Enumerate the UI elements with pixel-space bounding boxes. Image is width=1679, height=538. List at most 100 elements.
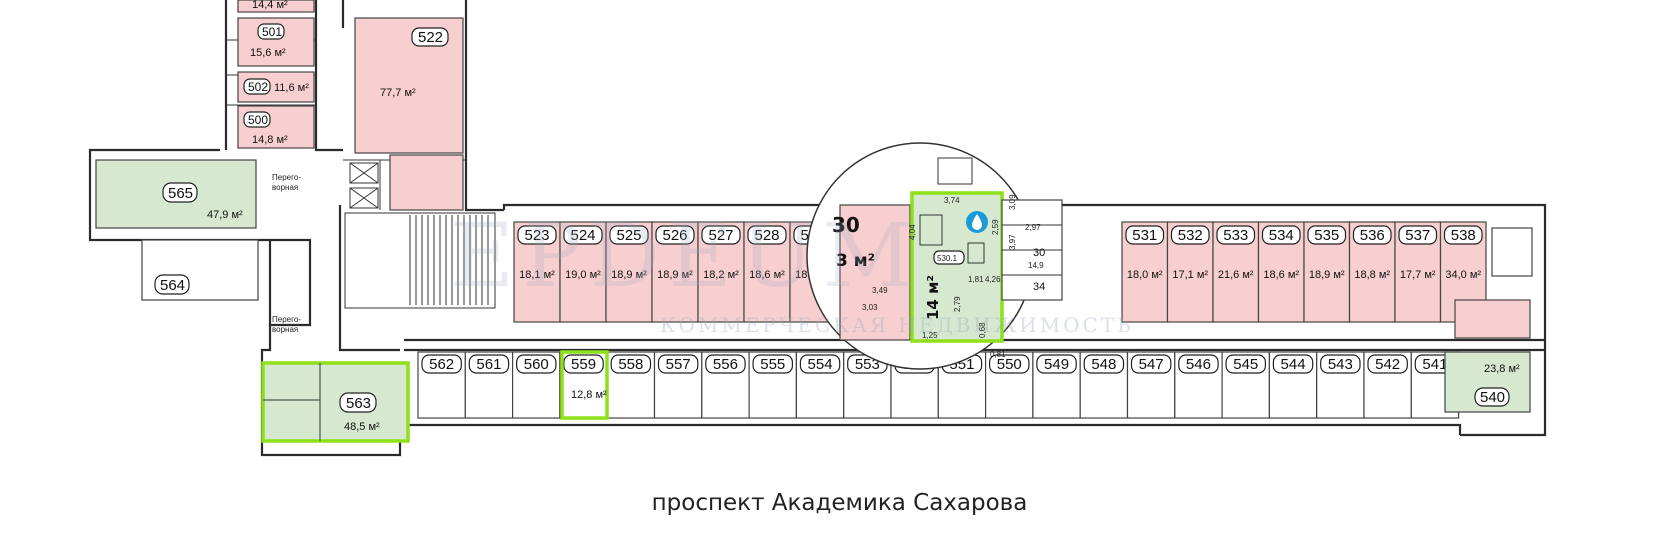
room-501[interactable]: 501 15,6 м² [237,17,315,67]
room-548[interactable]: 548 [1079,351,1129,419]
room-545[interactable]: 545 [1221,351,1270,419]
room-502-area: 11,6 м² [274,82,309,94]
dim-10: 1,81 [968,275,984,284]
room-546[interactable]: 546 [1174,351,1223,419]
magnifier-circle: 30 3 м² 530.1 14 м² 3,74 4,04 2,59 3,49 … [806,142,1063,370]
dim-7: 2,79 [953,296,962,312]
room-522[interactable]: 522 77,7 м² [354,17,464,211]
meeting-room-bottom-label-2: ворная [272,325,298,334]
room-542-number: 542 [1375,356,1400,373]
room-558-number: 558 [618,356,643,373]
room-547-number: 547 [1139,356,1164,373]
dim-17: 34 [1033,281,1045,293]
room-538-window [1491,227,1533,277]
room-547[interactable]: 547 [1126,351,1176,419]
room-530[interactable] [839,204,911,341]
room-560[interactable]: 560 [511,351,561,419]
room-530-area: 3 м² [836,251,875,271]
watermark-tagline: КОММЕРЧЕСКАЯ НЕДВИЖИМОСТЬ [660,313,1134,337]
dim-12: 0,68 [978,322,987,338]
room-538-number: 538 [1451,227,1476,244]
room-524-number: 524 [570,227,595,244]
dim-16: 14,9 [1028,261,1044,270]
room-549-number: 549 [1044,356,1069,373]
room-565[interactable]: 565 47,9 м² [95,159,257,229]
room-554-number: 554 [808,356,833,373]
room-563-number: 563 [346,395,371,412]
room-541-number: 541 [1422,356,1447,373]
room-500[interactable]: 500 14,8 м² [237,105,315,149]
room-562[interactable]: 562 [417,351,466,419]
room-550[interactable]: 550 [984,351,1034,419]
room-563-area: 48,5 м² [344,421,380,433]
room-542[interactable]: 542 [1363,351,1412,419]
room-558[interactable]: 558 [606,351,656,419]
room-535-area: 18,9 м² [1309,269,1345,281]
dim-15: 30 [1033,247,1045,259]
room-543[interactable]: 543 [1316,351,1365,419]
room-550-number: 550 [997,356,1022,373]
room-534-number: 534 [1269,227,1294,244]
building-walls [88,0,1547,457]
room-545-number: 545 [1233,356,1258,373]
room-524-area: 19,0 м² [565,269,601,281]
room-524[interactable]: 524 19,0 м² [559,221,607,323]
room-559[interactable]: 559 [559,351,608,419]
room-544[interactable]: 544 [1268,351,1318,419]
room-557[interactable]: 557 [653,351,703,419]
room-top[interactable] [237,0,315,13]
dim-1: 3,74 [944,196,960,205]
room-533-area: 21,6 м² [1218,269,1254,281]
room-553-number: 553 [855,356,880,373]
room-555-number: 555 [760,356,785,373]
room-top-area: 14,4 м² [252,0,288,11]
room-523-area: 18,1 м² [519,269,555,281]
room-527-area: 18,2 м² [703,269,739,281]
room-556-number: 556 [713,356,738,373]
room-530-1-area: 14 м² [924,275,942,320]
room-562-number: 562 [429,356,454,373]
room-563[interactable]: 563 48,5 м² [261,361,410,443]
room-555[interactable]: 555 [748,351,797,419]
room-564[interactable]: 564 [141,239,259,301]
room-534-area: 18,6 м² [1263,269,1299,281]
room-544-number: 544 [1281,356,1306,373]
room-526-number: 526 [662,227,687,244]
dim-6: 1,25 [922,331,938,340]
room-527-number: 527 [708,227,733,244]
room-556[interactable]: 556 [701,351,750,419]
room-500-area: 14,8 м² [252,134,288,146]
room-501-number: 501 [262,25,282,39]
dim-11: 4,26 [985,275,1001,284]
room-531-area: 18,0 м² [1127,269,1163,281]
room-534[interactable]: 534 18,6 м² [1257,221,1305,323]
room-537-area: 17,7 м² [1400,269,1436,281]
room-530-number: 30 [832,213,860,237]
room-540[interactable]: 540 23,8 м² [1444,351,1531,413]
room-522-area: 77,7 м² [380,87,416,99]
room-564-number: 564 [160,277,185,294]
dim-5: 3,03 [862,303,878,312]
room-530-1-number: 530.1 [937,254,958,263]
room-554[interactable]: 554 [795,351,845,419]
room-502[interactable]: 502 11,6 м² [237,71,315,103]
room-549[interactable]: 549 [1032,351,1081,419]
dim-14: 2,97 [1025,223,1041,232]
room-526[interactable]: 526 18,9 м² [651,221,699,323]
room-502-number: 502 [248,80,268,94]
room-561[interactable]: 561 [464,351,514,419]
room-557-number: 557 [666,356,691,373]
room-537-number: 537 [1405,227,1430,244]
room-526-area: 18,9 м² [657,269,693,281]
room-536-number: 536 [1360,227,1385,244]
room-537[interactable]: 537 17,7 м² [1394,221,1442,323]
